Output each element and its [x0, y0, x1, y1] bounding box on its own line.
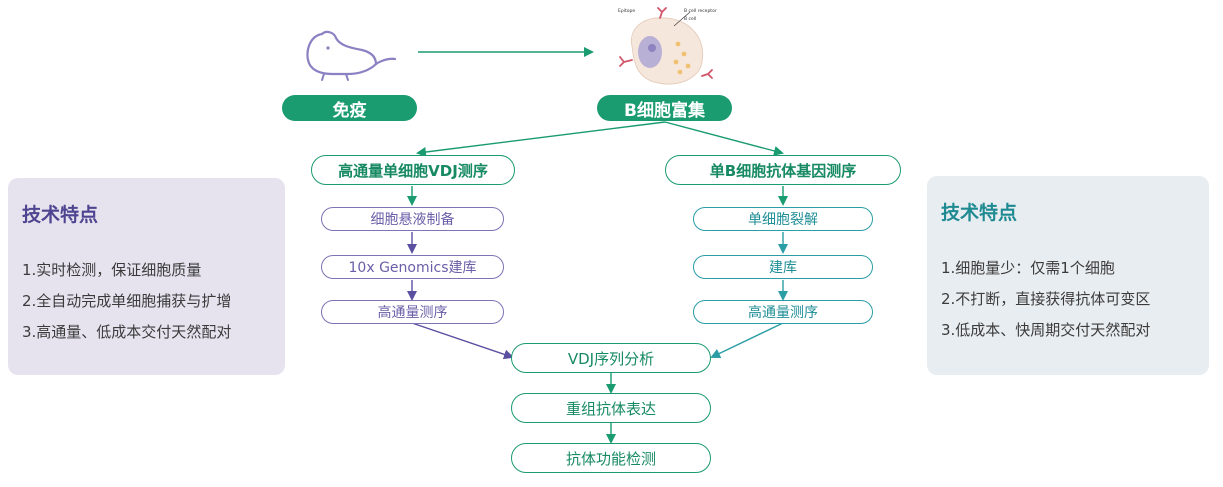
right-feature-3: 3.低成本、快周期交付天然配对	[941, 321, 1151, 339]
merged-step-expression: 重组抗体表达	[511, 393, 711, 423]
mouse-icon	[306, 30, 397, 81]
right-feature-1: 1.细胞量少：仅需1个细胞	[941, 259, 1115, 277]
merged-step-assay: 抗体功能检测	[511, 443, 711, 473]
left-feature-1: 1.实时检测，保证细胞质量	[22, 261, 202, 279]
left-branch-title: 高通量单细胞VDJ测序	[311, 155, 515, 185]
arrow-bcell-to-right-branch	[664, 121, 784, 156]
right-feature-2: 2.不打断，直接获得抗体可变区	[941, 290, 1151, 308]
left-feature-2: 2.全自动完成单细胞捕获与扩增	[22, 292, 232, 310]
left-feature-3: 3.高通量、低成本交付天然配对	[22, 323, 232, 341]
right-step-library: 建库	[693, 255, 873, 279]
right-step-lysis: 单细胞裂解	[693, 207, 873, 231]
arrow-bcell-to-left-branch	[416, 121, 666, 157]
left-step-library: 10x Genomics建库	[321, 255, 504, 279]
b-cell-icon: Epitope B cell receptor B cell	[618, 7, 717, 85]
right-panel-title: 技术特点	[941, 202, 1018, 224]
merged-step-vdj-analysis: VDJ序列分析	[511, 343, 711, 373]
b-cell-enrichment-pill: B细胞富集	[597, 95, 732, 121]
left-step-sequencing: 高通量测序	[321, 300, 504, 324]
arrow-right-to-vdj	[710, 322, 784, 359]
arrow-left-to-vdj	[411, 322, 514, 360]
left-step-suspension: 细胞悬液制备	[321, 207, 504, 231]
bcr-label: B cell receptor	[684, 8, 717, 14]
epitope-label: Epitope	[618, 8, 635, 14]
right-features-panel: 技术特点 1.细胞量少：仅需1个细胞 2.不打断，直接获得抗体可变区 3.低成本…	[927, 176, 1209, 375]
right-step-sequencing: 高通量测序	[693, 300, 873, 324]
bcell-label: B cell	[684, 16, 696, 22]
left-panel-title: 技术特点	[22, 204, 99, 226]
immunization-pill: 免疫	[282, 95, 417, 121]
left-features-panel: 技术特点 1.实时检测，保证细胞质量 2.全自动完成单细胞捕获与扩增 3.高通量…	[8, 178, 285, 375]
right-branch-title: 单B细胞抗体基因测序	[665, 155, 901, 185]
